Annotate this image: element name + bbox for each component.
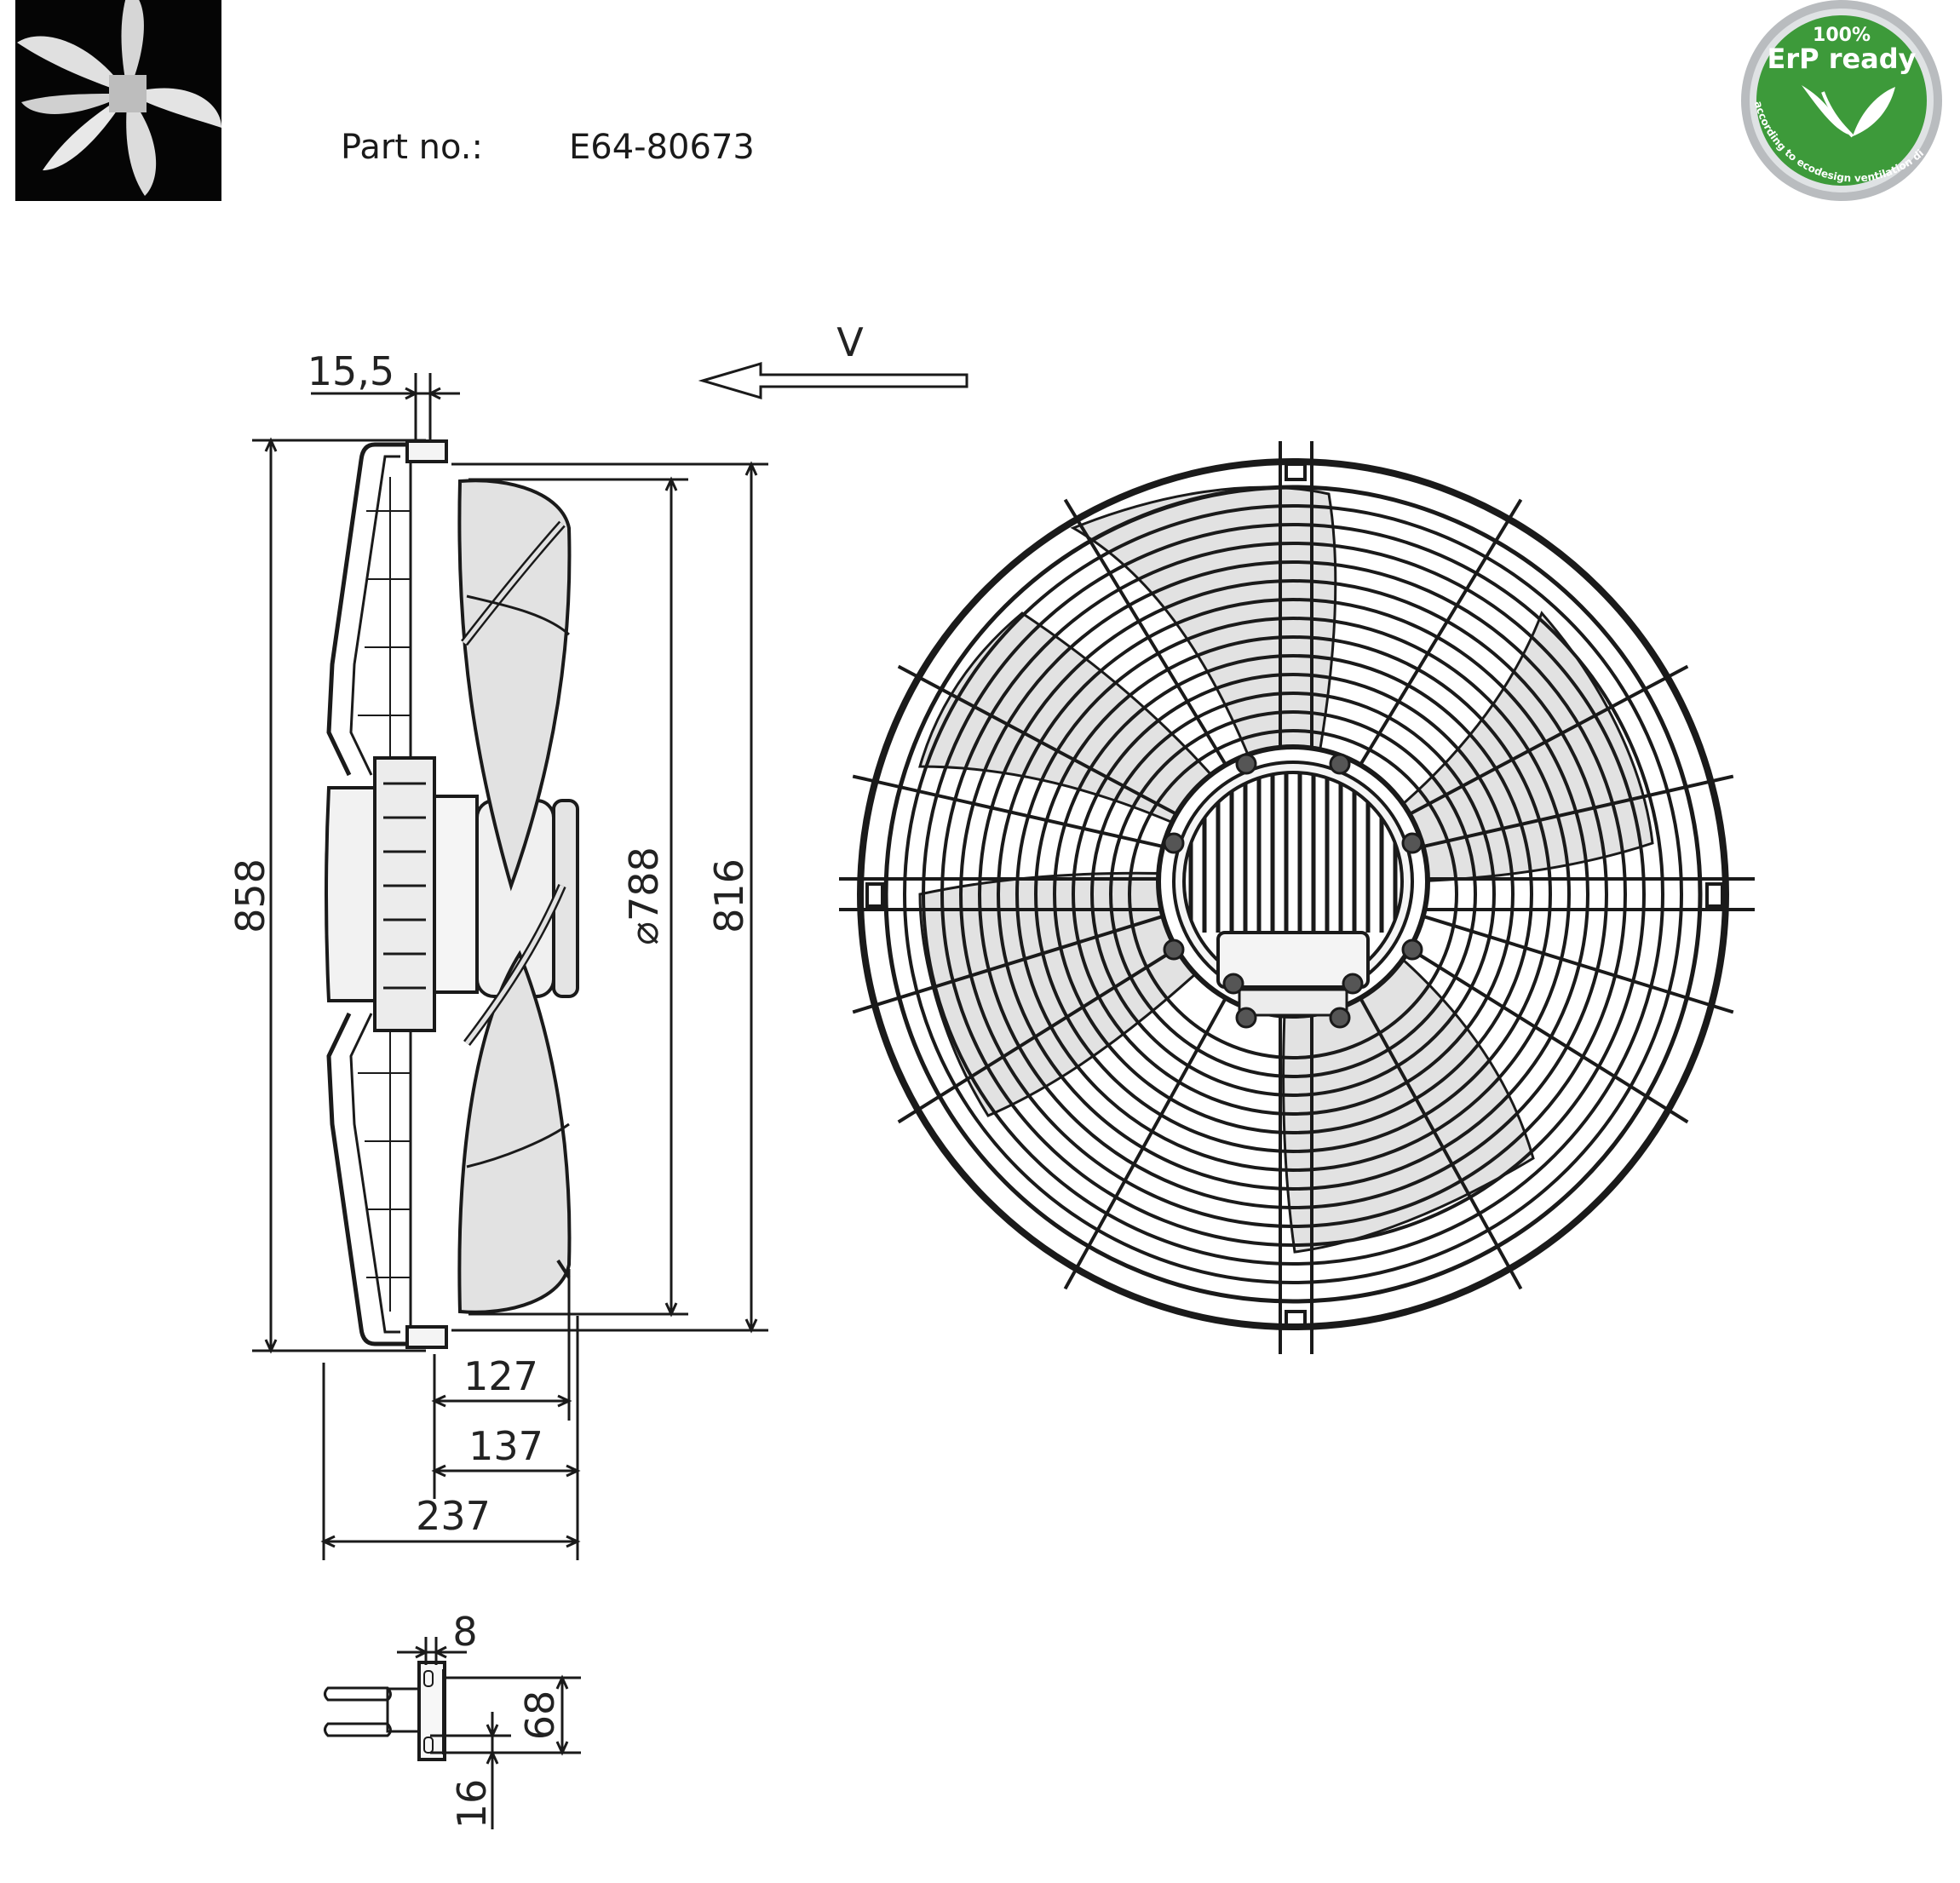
guard-spoke [1410,948,1689,1124]
mounting-bolt [1401,939,1423,961]
mounting-bolt [1329,753,1351,775]
guard-spoke [1063,998,1227,1290]
guard-spoke [1063,498,1227,765]
guard-rim [857,458,1729,1330]
guard-ring [903,504,1683,1284]
dim-flange-thickness: 15,5 [308,348,394,394]
airflow-label: V [836,319,864,365]
dim-overall-height: 858 [227,858,273,933]
guard-ring [883,485,1703,1304]
guard-ring [1015,617,1571,1172]
guard-spoke [852,774,1162,848]
guard-spoke [897,948,1176,1124]
mounting-bracket-detail [324,1637,581,1829]
mounting-bolt [1222,973,1244,995]
guard-ring [922,523,1664,1266]
guard-ring [940,542,1646,1247]
part-number-value: E64-80673 [569,128,755,167]
leaf-icon [1802,85,1895,138]
part-number-label: Part no.: [341,128,483,167]
guard-spoke [1423,915,1734,1014]
product-thumbnail [15,0,221,201]
dim-bracket-68: 68 [517,1691,563,1741]
side-view [325,439,579,1349]
badge-title: ErP ready [1767,43,1916,75]
guard-ring [959,560,1627,1228]
mounting-bolt [1401,832,1423,854]
dim-depth-237: 237 [416,1493,491,1539]
mounting-bolt [1235,1007,1257,1029]
guard-ring [978,579,1608,1209]
dim-blade-diameter: ⌀788 [621,847,667,945]
dim-depth-127: 127 [463,1353,538,1399]
guard-ring [1053,654,1533,1134]
guard-ring [1109,710,1477,1078]
mounting-bolt [1329,1007,1351,1029]
badge-ring-text: according to ecodesign ventilation direc… [0,0,1926,184]
guard-spoke [897,664,1176,815]
guard-spoke [1410,664,1689,815]
mounting-bolt [1235,753,1257,775]
guard-ring [1128,729,1458,1059]
mounting-bolt [1163,832,1185,854]
erp-ready-badge: 100% ErP ready according to ecodesign ve… [0,0,1942,201]
guard-rings [883,485,1703,1304]
guard-ring [1072,673,1515,1116]
guard-ring [997,598,1589,1191]
guard-ring [1034,635,1552,1153]
mounting-bolt [1163,939,1185,961]
guard-spoke [1424,774,1734,848]
guard-spoke [852,915,1163,1014]
dim-bracket-16: 16 [449,1779,495,1829]
motor-hub [1156,744,1430,1029]
airflow-arrow [698,361,969,400]
front-view [839,441,1755,1354]
mounting-bolt [1342,973,1364,995]
guard-spoke [1359,998,1523,1290]
guard-spokes [852,498,1734,1290]
dim-mount-height: 816 [706,858,752,933]
guard-ring [1090,692,1496,1097]
fan-thumbnail-icon [17,0,221,196]
badge-ring-path: according to ecodesign ventilation direc… [0,0,1926,184]
dimension-lines [252,373,768,1560]
guard-spoke [1359,498,1523,765]
dim-bracket-8: 8 [452,1609,477,1655]
dim-depth-137: 137 [468,1423,543,1469]
badge-percent: 100% [1813,25,1871,46]
